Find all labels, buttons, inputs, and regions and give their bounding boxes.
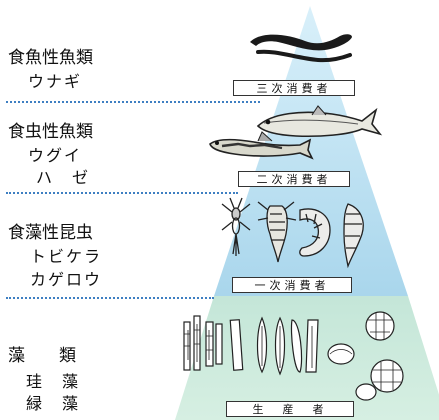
category-label-algae-eating-insects: 食藻性昆虫 (8, 223, 93, 243)
trophic-level-secondary-consumer: 二次消費者 (238, 171, 350, 187)
caddisfly-larva-icon (257, 201, 297, 263)
trophic-level-primary-consumer: 一次消費者 (232, 277, 352, 293)
green-algae-icon (327, 311, 404, 401)
example-label-goby: ハ ゼ (36, 168, 91, 187)
dace-fish-icon (256, 105, 383, 138)
example-label-diatom: 珪 藻 (26, 372, 81, 391)
shrimp-like-larva-icon (299, 203, 364, 269)
divider-line-level-2 (6, 192, 238, 194)
example-label-green-algae: 緑 藻 (26, 394, 81, 413)
example-label-mayfly: カゲロウ (30, 270, 103, 289)
goby-fish-icon (209, 131, 314, 160)
eel-icon (250, 34, 352, 63)
mayfly-larva-icon (221, 197, 251, 256)
divider-line-level-1 (6, 101, 260, 103)
example-label-caddisfly: トビケラ (30, 247, 103, 266)
diatom-icon (183, 315, 319, 376)
trophic-level-producer: 生 産 者 (226, 401, 354, 417)
example-label-eel: ウナギ (28, 72, 83, 91)
category-label-algae: 藻 類 (8, 346, 76, 366)
trophic-level-tertiary-consumer: 三次消費者 (233, 80, 355, 96)
category-label-insectivorous-fish: 食虫性魚類 (8, 122, 93, 142)
example-label-dace: ウグイ (28, 146, 83, 165)
divider-line-level-3 (6, 297, 214, 299)
category-label-piscivorous-fish: 食魚性魚類 (8, 48, 93, 68)
